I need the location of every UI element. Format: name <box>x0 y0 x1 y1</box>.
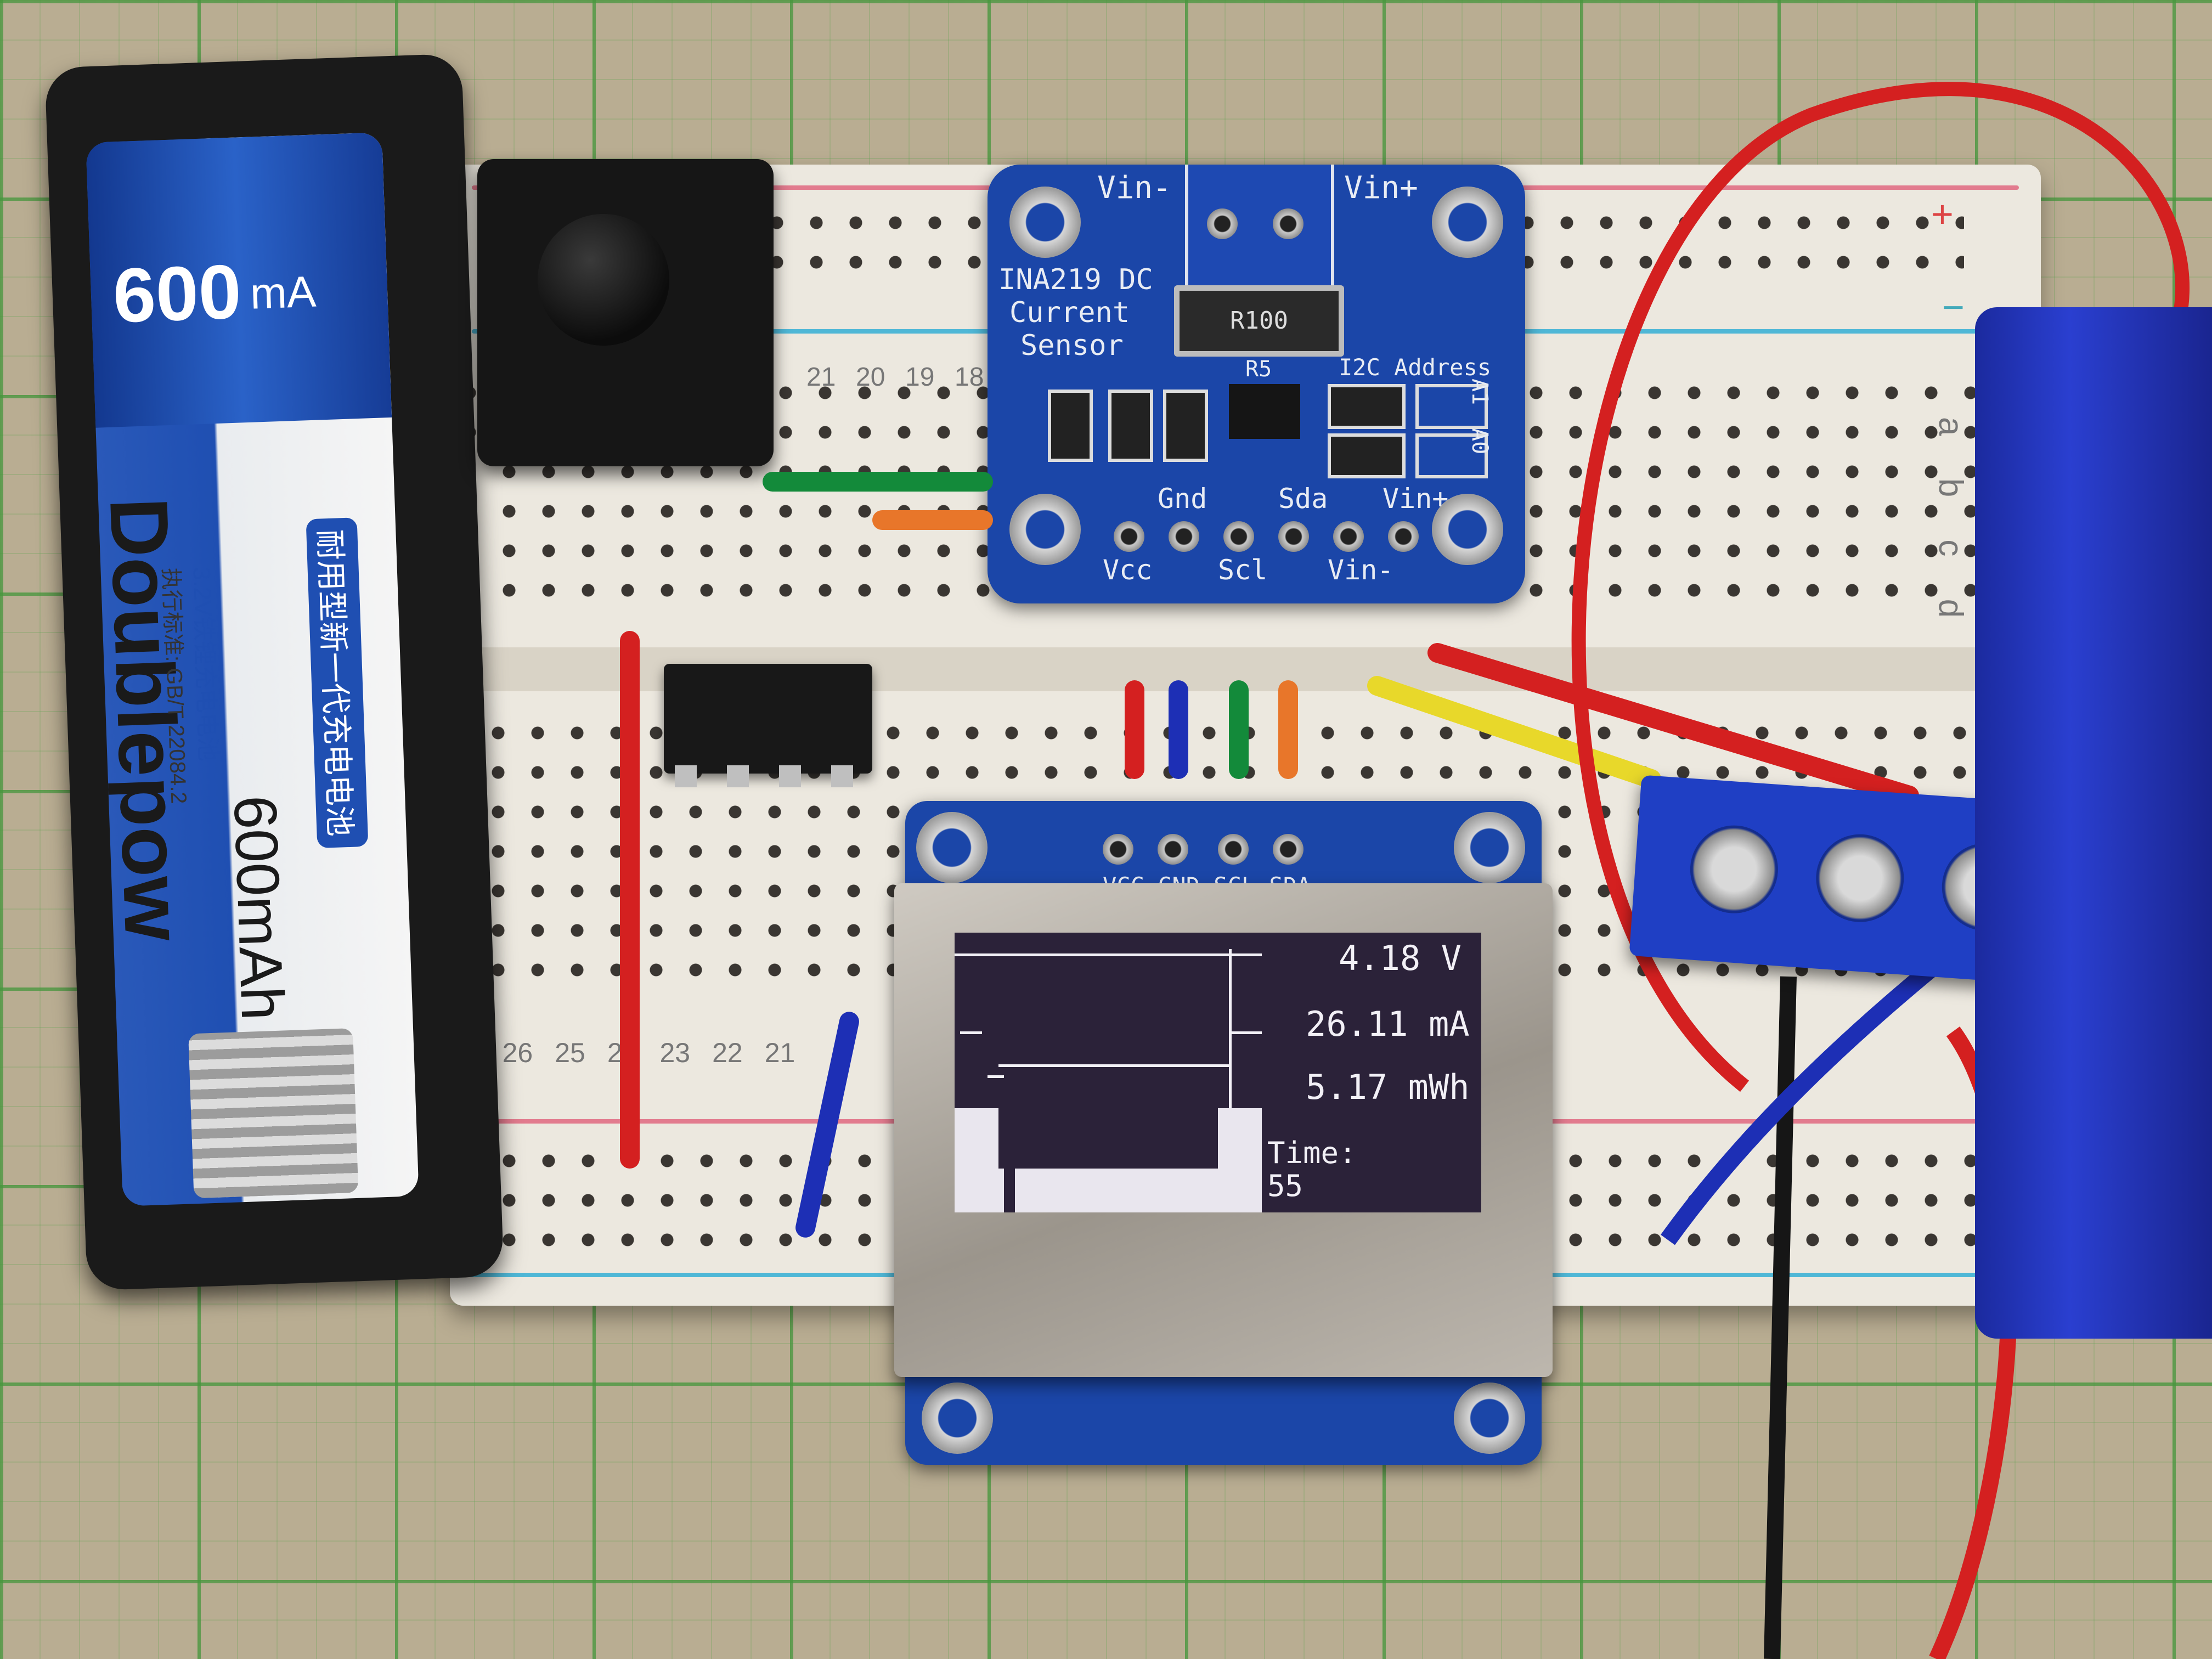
mount-hole-tl <box>1009 187 1081 258</box>
plus-mark: + <box>1931 193 1954 235</box>
oled-mount-br <box>1454 1383 1525 1454</box>
oled-mount-tr <box>1454 812 1525 883</box>
graph-bar-left <box>955 1108 998 1212</box>
bottom-number-21: 21 <box>764 1037 795 1068</box>
shunt-resistor: R100 <box>1174 285 1344 357</box>
ina-scl-label: Scl <box>1218 554 1268 586</box>
black-wire <box>1764 976 1797 1659</box>
ina-r5-label: R5 <box>1245 357 1272 382</box>
top-number-21: 21 <box>806 363 836 392</box>
minus-mark: − <box>1942 286 1965 329</box>
vin-minus-terminal-pad <box>1207 208 1238 239</box>
bottom-number-23: 23 <box>659 1037 691 1068</box>
push-button-housing <box>477 159 774 466</box>
graph-step <box>988 1075 1004 1078</box>
a0-jumper <box>1415 433 1488 478</box>
oled-pad-gnd <box>1158 834 1188 865</box>
oled-vcc-wire <box>1125 680 1144 779</box>
graph-max-line <box>955 953 1262 956</box>
ina-pad-sda <box>1278 521 1309 552</box>
oled-metal-frame: 4.18 V 26.11 mA 5.17 mWh Time: 55 <box>894 883 1553 1377</box>
green-wire-top <box>763 472 993 492</box>
blue-part-right <box>1975 307 2212 1339</box>
ina-vin-minus-bottom: Vin- <box>1328 554 1394 586</box>
top-number-20: 20 <box>856 363 885 392</box>
ina-pad-vin-minus <box>1333 521 1364 552</box>
bottom-number-26: 26 <box>502 1037 533 1068</box>
dip8-ic <box>664 664 872 774</box>
smd-res-2 <box>1163 390 1208 462</box>
ina219-board: Vin- Vin+ INA219 DC Current Sensor R100 … <box>988 165 1525 603</box>
mount-hole-br <box>1432 494 1503 565</box>
ina-pad-vin-plus <box>1388 521 1419 552</box>
graph-left-tick <box>960 1031 982 1034</box>
red-jumper-left <box>620 631 640 1169</box>
graph-current-tick <box>1229 1031 1262 1034</box>
vin-plus-terminal-pad <box>1273 208 1304 239</box>
addr-res-a1 <box>1328 384 1406 429</box>
smd-cap-1 <box>1048 390 1093 462</box>
oled-pad-vcc <box>1103 834 1133 865</box>
top-number-19: 19 <box>905 363 935 392</box>
oled-mount-bl <box>922 1383 993 1454</box>
bottom-number-25: 25 <box>555 1037 585 1068</box>
graph-mid-line <box>998 1064 1229 1067</box>
ina-vin-plus-top: Vin+ <box>1344 170 1418 206</box>
time-label: Time: <box>1267 1136 1357 1170</box>
oled-mount-tl <box>916 812 988 883</box>
ina219-chip <box>1229 384 1300 439</box>
voltage-reading: 4.18 V <box>1339 938 1462 978</box>
ina-title-line3: Sensor <box>1020 329 1124 362</box>
graph-cursor-line <box>1229 949 1232 1190</box>
oled-gnd-wire <box>1169 680 1188 779</box>
ina-pad-gnd <box>1169 521 1199 552</box>
ina-pad-vcc <box>1114 521 1144 552</box>
red-loop-wire <box>1571 82 2190 1092</box>
ina-i2c-address: I2C Address <box>1339 354 1492 381</box>
ina-sda-label: Sda <box>1278 483 1328 515</box>
bottom-number-22: 22 <box>712 1037 743 1068</box>
oled-pad-sda <box>1273 834 1304 865</box>
mount-hole-bl <box>1009 494 1081 565</box>
smd-res-1 <box>1108 390 1153 462</box>
ina-pad-scl <box>1223 521 1254 552</box>
terminal-screw-1 <box>1687 822 1781 917</box>
ina-vin-plus-bottom: Vin+ <box>1383 483 1449 515</box>
oled-scl-wire <box>1229 680 1249 779</box>
time-value: 55 <box>1267 1169 1304 1203</box>
energy-reading: 5.17 mWh <box>1306 1067 1470 1107</box>
ina-title-line2: Current <box>1009 296 1130 329</box>
oled-pad-scl <box>1218 834 1249 865</box>
ic-pins <box>675 765 861 787</box>
red-wire-to-terminal <box>1427 643 1919 805</box>
terminal-screw-2 <box>1813 831 1907 926</box>
mount-hole-tr <box>1432 187 1503 258</box>
ina-title-line1: INA219 DC <box>998 263 1153 296</box>
oled-sda-wire <box>1278 680 1298 779</box>
yellow-wire <box>1367 676 1661 789</box>
graph-gap <box>1004 1108 1015 1212</box>
ina-vin-minus-top: Vin- <box>1097 170 1171 206</box>
top-number-18: 18 <box>955 363 984 392</box>
a1-jumper <box>1415 384 1488 429</box>
ina-vcc-label: Vcc <box>1103 554 1153 586</box>
ina-gnd-label: Gnd <box>1158 483 1207 515</box>
addr-res-a0 <box>1328 433 1406 478</box>
oled-screen: 4.18 V 26.11 mA 5.17 mWh Time: 55 <box>955 933 1481 1212</box>
push-button[interactable] <box>538 214 669 346</box>
current-reading: 26.11 mA <box>1306 1004 1470 1044</box>
orange-wire-top <box>872 510 993 530</box>
graph-bar-bottom <box>998 1169 1256 1212</box>
graph-bar-right <box>1218 1108 1262 1212</box>
